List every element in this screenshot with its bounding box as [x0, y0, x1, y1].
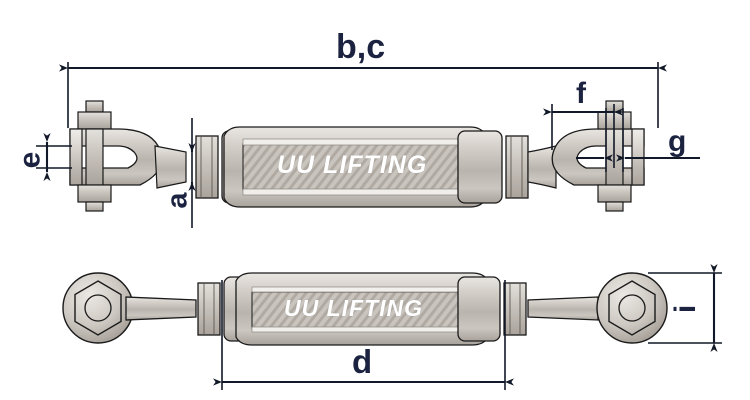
dimension-label-e: e [13, 151, 47, 169]
dimension-label-i: i [669, 304, 703, 314]
dimension-label-f: f [576, 77, 586, 110]
plan-view [62, 264, 722, 390]
dimension-e [36, 133, 72, 181]
dimension-label-a: a [161, 192, 194, 209]
right-lock-nut-plan [503, 282, 527, 336]
dimension-label-d: d [352, 343, 373, 380]
dimension-d [213, 280, 514, 390]
dimension-label-bc: b,c [336, 28, 386, 66]
right-body-boss-plan [457, 276, 501, 342]
left-lock-nut [195, 135, 219, 199]
left-jaw-end [69, 100, 187, 212]
dimension-label-g: g [668, 125, 687, 158]
left-eye-head [62, 272, 197, 344]
dimension-g [576, 108, 700, 172]
right-body-boss [457, 130, 503, 204]
right-lock-nut [505, 135, 529, 199]
watermark-bottom: UU LIFTING [284, 295, 424, 321]
right-jaw-end [527, 100, 645, 212]
watermark-top: UU LIFTING [277, 151, 428, 179]
dimension-bc [59, 62, 667, 128]
turnbuckle-body-plan [235, 272, 489, 346]
right-eye-head [527, 272, 668, 344]
side-elevation-view [36, 62, 700, 228]
dimension-f [543, 104, 623, 168]
dimension-i [648, 264, 722, 352]
left-lock-nut-plan [197, 282, 221, 336]
turnbuckle-body [223, 126, 487, 208]
dimension-a [188, 118, 196, 228]
